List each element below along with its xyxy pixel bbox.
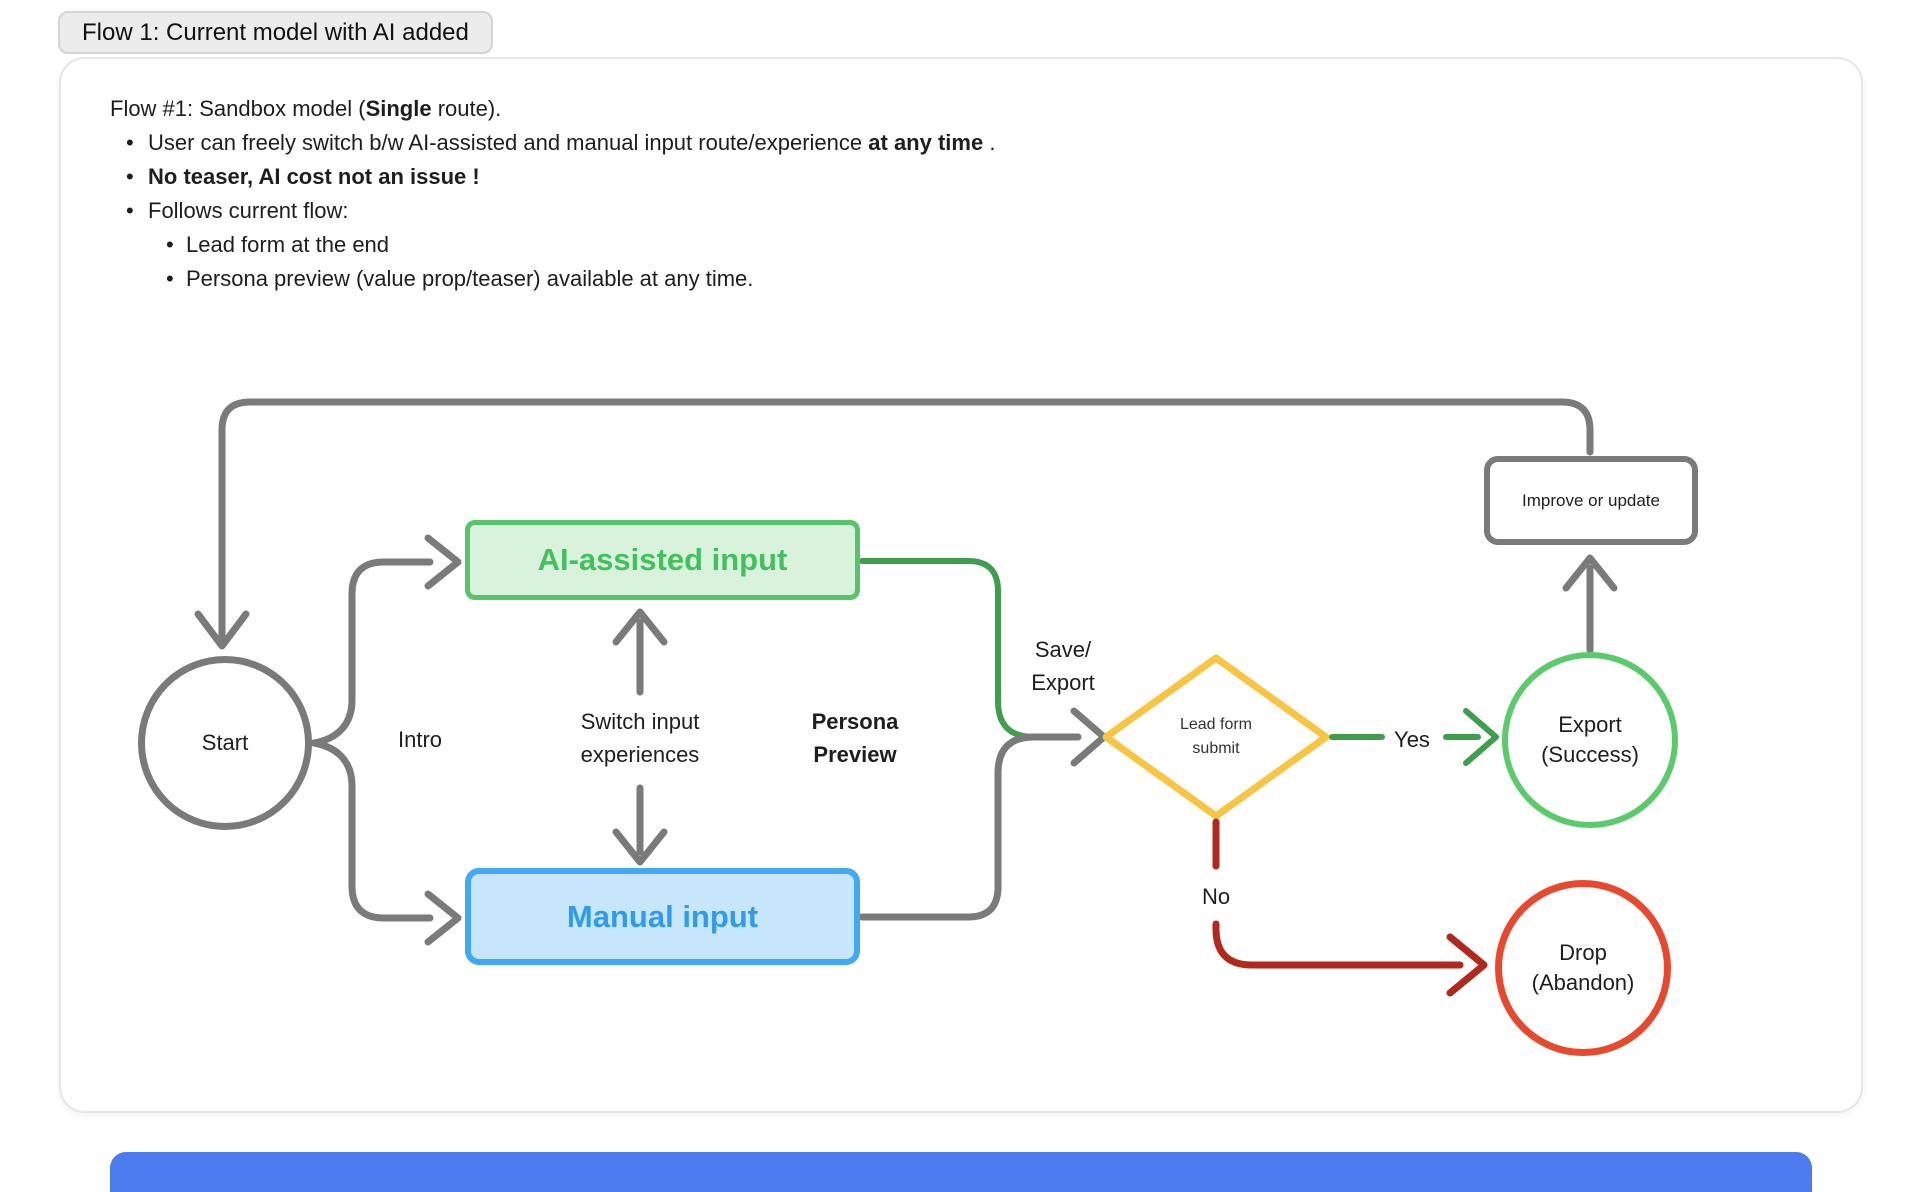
node-ai-assisted-input[interactable]: AI-assisted input: [465, 520, 860, 600]
note-bullet: Lead form at the end: [110, 228, 995, 262]
note-title: Flow #1: Sandbox model (Single route).: [110, 96, 502, 121]
connector-start-to-manual[interactable]: [310, 739, 462, 946]
node-lead-form-label[interactable]: Lead form submit: [1179, 716, 1253, 757]
frame-tab[interactable]: Flow 1: Current model with AI added: [58, 11, 493, 54]
node-manual-input[interactable]: Manual input: [465, 868, 860, 965]
label-switch-experiences[interactable]: Switch input experiences: [580, 709, 700, 767]
arrowhead-down-icon: [194, 610, 250, 650]
note-bullet: Persona preview (value prop/teaser) avai…: [110, 262, 995, 296]
node-lead-form[interactable]: [1102, 654, 1330, 820]
connector-ai-to-save[interactable]: [859, 558, 1037, 740]
label-save-export[interactable]: Save/ Export: [1031, 637, 1095, 695]
arrowhead-right-icon: [1463, 708, 1499, 766]
label-yes[interactable]: Yes: [1394, 727, 1430, 752]
note-bullet: User can freely switch b/w AI-assisted a…: [110, 126, 995, 160]
arrowhead-right-icon: [1446, 933, 1488, 997]
arrowhead-up-icon: [1562, 554, 1618, 592]
label-no[interactable]: No: [1201, 884, 1231, 909]
connector-improve-to-start[interactable]: [194, 398, 1594, 650]
node-start[interactable]: Start: [138, 656, 312, 830]
note-bullet: Follows current flow:: [110, 194, 995, 228]
arrowhead-up-icon: [612, 608, 668, 646]
connector-export-to-improve[interactable]: [1562, 554, 1618, 654]
arrowhead-right-icon: [424, 890, 462, 946]
node-drop-abandon[interactable]: Drop (Abandon): [1495, 880, 1671, 1056]
connector-no-to-drop[interactable]: [1212, 818, 1488, 997]
connector-yes-to-export[interactable]: [1329, 708, 1499, 766]
connector-switch-down[interactable]: [612, 784, 668, 866]
label-intro[interactable]: Intro: [397, 727, 443, 752]
node-improve-update[interactable]: Improve or update: [1484, 456, 1698, 545]
note-bullet: No teaser, AI cost not an issue !: [110, 160, 995, 194]
connector-switch-up[interactable]: [612, 608, 668, 696]
arrowhead-right-icon: [424, 534, 462, 590]
notes-block[interactable]: Flow #1: Sandbox model (Single route). U…: [110, 92, 995, 296]
next-frame-edge[interactable]: [110, 1152, 1812, 1192]
arrowhead-down-icon: [612, 828, 668, 866]
node-export-success[interactable]: Export (Success): [1502, 652, 1678, 828]
label-persona-preview[interactable]: Persona Preview: [811, 709, 899, 767]
connector-start-to-ai[interactable]: [310, 534, 462, 747]
